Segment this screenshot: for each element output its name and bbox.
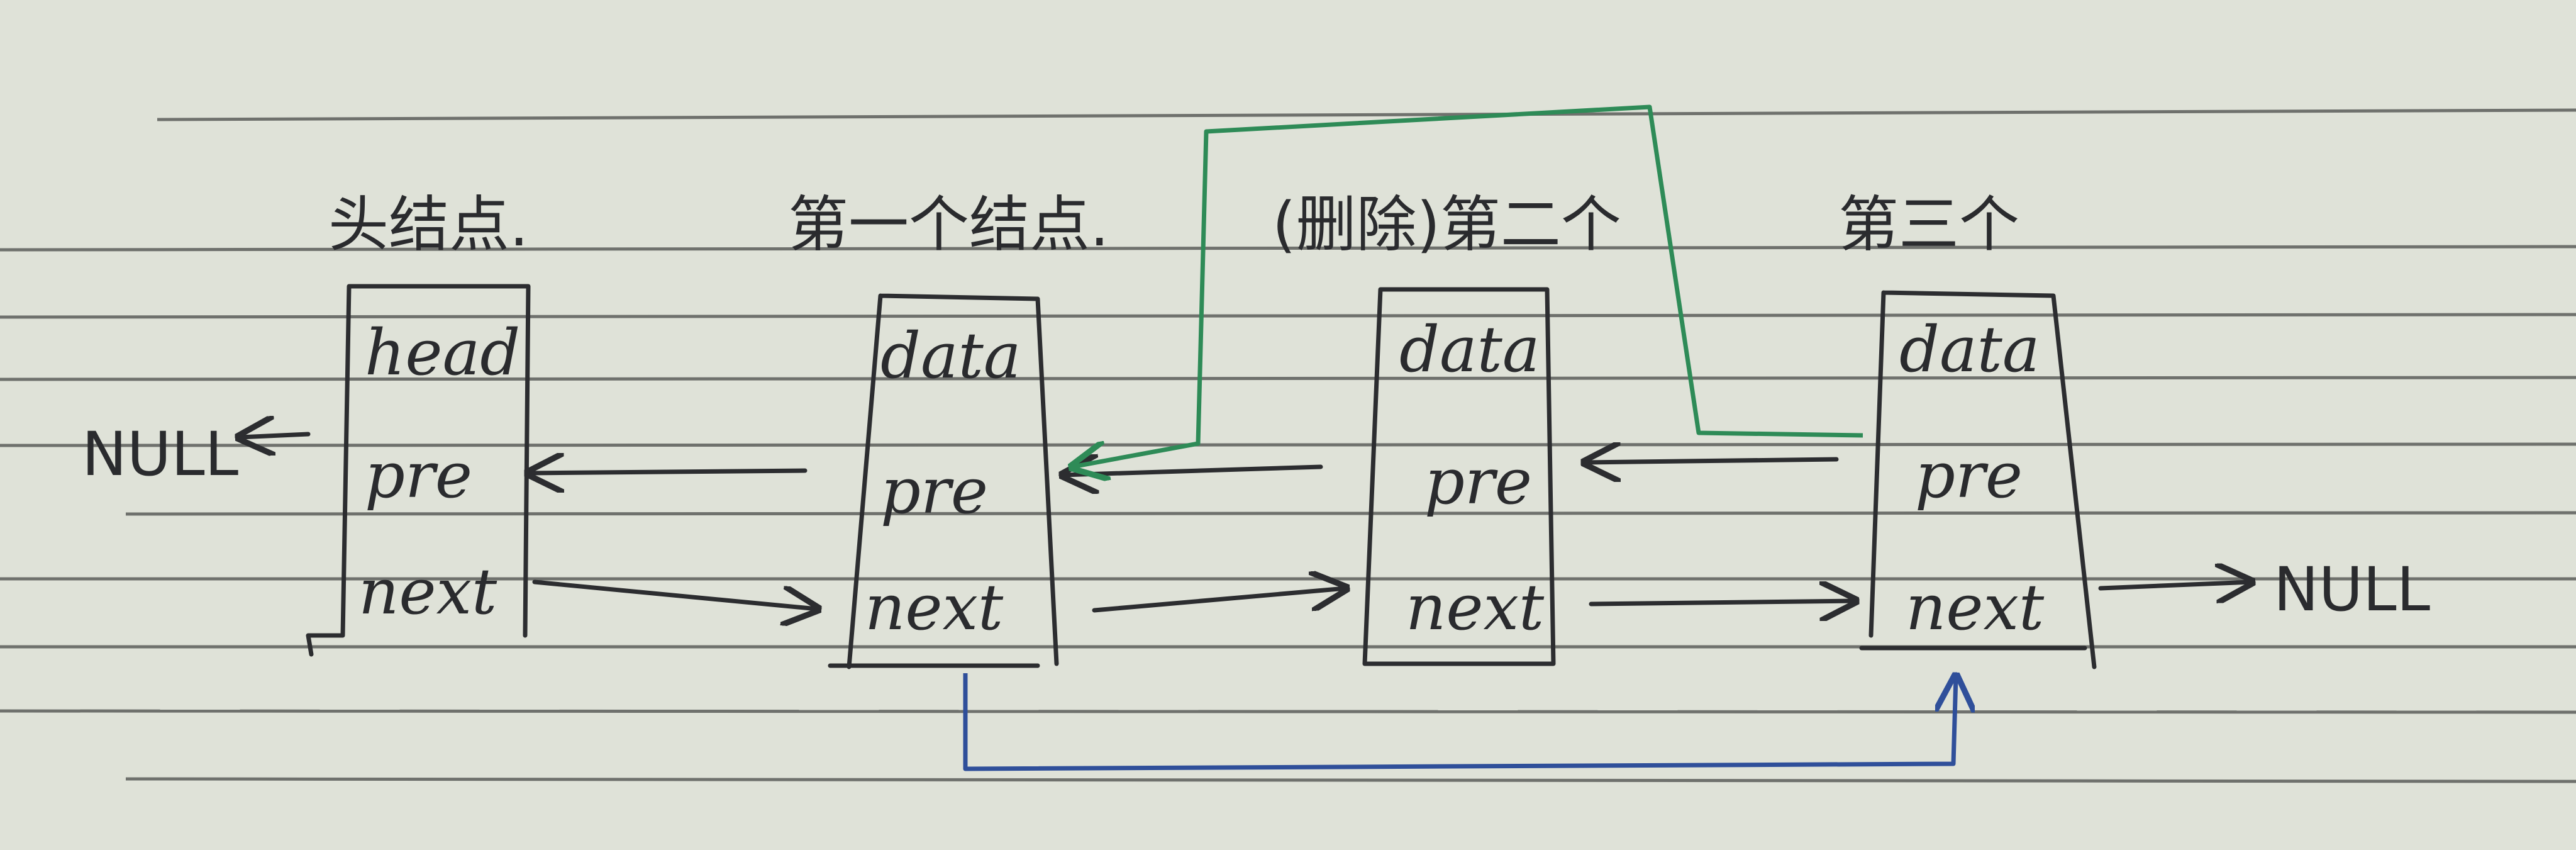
- field-pre: pre: [365, 439, 472, 512]
- field-data: data: [1899, 313, 2040, 386]
- field-data: data: [880, 319, 1021, 393]
- label-first-node: 第一个结点.: [788, 189, 1109, 260]
- field-next: next: [865, 571, 1004, 644]
- node2-pre-arrow: [1063, 467, 1323, 475]
- field-pre: pre: [1424, 445, 1532, 518]
- node3-next-to-null-arrow: [2098, 582, 2251, 588]
- node2-next-arrow: [1589, 601, 1855, 604]
- field-pre: pre: [880, 454, 988, 528]
- second-node: data pre next: [1362, 287, 1556, 666]
- head-pre-to-null-arrow: [239, 434, 311, 437]
- label-second-node-deleted: (删除)第二个: [1272, 189, 1621, 260]
- field-data: data: [1399, 313, 1540, 386]
- null-right: NULL: [2273, 554, 2430, 625]
- head-next-arrow: [532, 579, 818, 609]
- null-left: NULL: [82, 419, 238, 489]
- node3-pre-arrow: [1585, 459, 1839, 462]
- node1-next-arrow: [1092, 588, 1346, 613]
- ruled-lines: [0, 108, 2576, 783]
- field-next: next: [1406, 571, 1545, 644]
- blue-relink-next-arrow: [963, 673, 1956, 771]
- node1-pre-arrow: [528, 471, 808, 473]
- label-third-node: 第三个: [1838, 189, 2019, 260]
- third-node: data pre next: [1859, 290, 2097, 669]
- field-next: next: [358, 555, 497, 629]
- field-next: next: [1906, 571, 2045, 644]
- green-relink-pre-arrow: [1072, 104, 1863, 467]
- label-head-node: 头结点.: [328, 189, 529, 260]
- first-node: data pre next: [828, 293, 1059, 669]
- field-pre: pre: [1915, 439, 2023, 512]
- field-head: head: [365, 316, 520, 389]
- head-node: head pre next: [306, 284, 531, 657]
